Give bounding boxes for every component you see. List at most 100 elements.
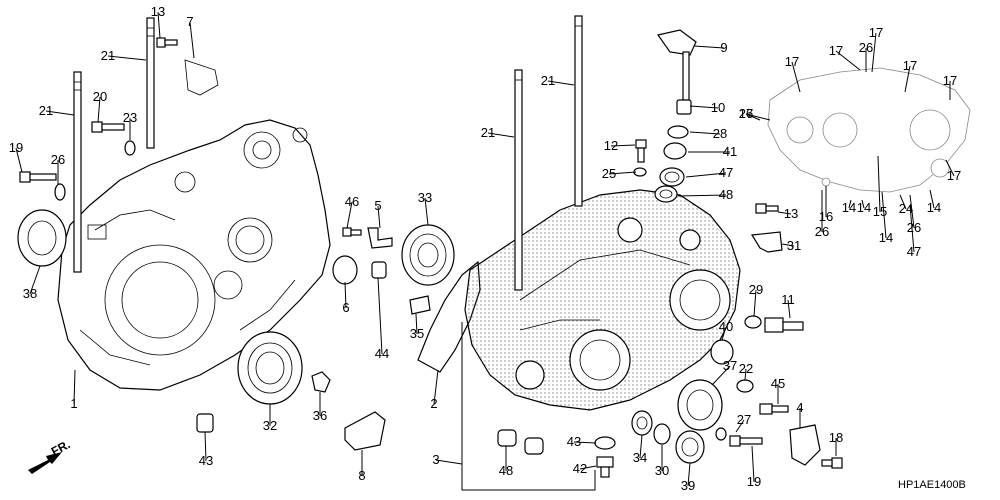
washer-27 (667, 125, 689, 139)
washer-26-right (715, 427, 727, 441)
leader-line-19 (15, 147, 23, 173)
callout-label-43: 43 (199, 453, 213, 468)
callout-label-35: 35 (410, 326, 424, 341)
dowel-43-bottom (196, 413, 214, 433)
seal-40 (663, 142, 687, 160)
callout-label-28: 28 (713, 126, 727, 141)
callout-label-17: 17 (739, 106, 753, 121)
circlip-29 (653, 423, 671, 445)
callout-label-11: 11 (781, 292, 795, 307)
leader-line-26 (745, 113, 761, 121)
callout-label-9: 9 (720, 40, 727, 55)
leader-line-7 (189, 21, 195, 59)
bolt-45 (342, 227, 362, 237)
dowel-48a (497, 429, 517, 447)
leader-line-14 (861, 199, 865, 209)
callout-label-17: 17 (829, 43, 843, 58)
callout-label-14: 14 (879, 230, 893, 245)
leader-line-14 (881, 191, 887, 239)
sensor-5 (367, 227, 393, 249)
callout-label-14: 14 (857, 200, 871, 215)
callout-label-30: 30 (655, 463, 669, 478)
bolt-12 (635, 139, 647, 163)
leader-line-14 (929, 189, 935, 209)
needle-bearing-47a (659, 167, 685, 187)
bracket-3 (461, 322, 596, 491)
leader-line-21 (107, 55, 147, 61)
leader-line-33 (424, 197, 429, 226)
oil-jet-35 (311, 371, 331, 393)
leader-line-17 (945, 159, 955, 177)
callout-label-36: 36 (313, 408, 327, 423)
callout-label-7: 7 (186, 14, 193, 29)
bearing-32 (401, 224, 455, 286)
leader-line-25 (608, 171, 637, 175)
leader-line-28 (689, 131, 721, 135)
right-crankcase-half (464, 189, 741, 411)
callout-label-15: 15 (873, 204, 887, 219)
callout-label-14: 14 (842, 200, 856, 215)
washer-26-left (54, 183, 66, 201)
guide-8 (344, 411, 386, 451)
callout-label-5: 5 (374, 198, 381, 213)
spring-10 (676, 99, 692, 115)
callout-label-4: 4 (796, 400, 803, 415)
callout-label-37: 37 (723, 358, 737, 373)
leader-line-21 (45, 110, 75, 116)
leader-line-48 (677, 194, 727, 197)
callout-label-26: 26 (859, 40, 873, 55)
callout-label-40: 40 (719, 319, 733, 334)
bolt-20 (91, 121, 125, 133)
clamp-30 (750, 231, 783, 253)
callout-label-23: 23 (123, 110, 137, 125)
dowel-43-mid (371, 261, 387, 279)
callout-label-45: 45 (771, 376, 785, 391)
callout-label-24: 24 (899, 201, 913, 216)
leader-line-2 (433, 369, 439, 405)
callout-label-47: 47 (907, 244, 921, 259)
callout-label-26: 26 (739, 106, 753, 121)
plug-6 (332, 255, 358, 285)
callout-label-29: 29 (749, 282, 763, 297)
leader-line-34 (639, 434, 643, 459)
callout-label-17: 17 (869, 25, 883, 40)
leader-line-37 (711, 365, 731, 386)
callout-label-38: 38 (23, 286, 37, 301)
leader-line-1 (73, 369, 76, 405)
leader-lines (15, 11, 955, 487)
callout-label-21: 21 (39, 103, 53, 118)
bearing-38 (675, 430, 705, 464)
leader-line-46 (346, 201, 353, 229)
washer-42 (594, 436, 616, 450)
leader-line-6 (344, 281, 347, 309)
leader-line-17 (745, 113, 771, 121)
callout-label-27: 27 (737, 412, 751, 427)
leader-line-11 (787, 299, 791, 319)
leader-line-38 (29, 265, 41, 295)
leader-line-17 (791, 61, 801, 93)
leader-line-29 (753, 289, 757, 317)
bolt-44 (759, 403, 789, 415)
front-direction-arrow (28, 452, 62, 474)
leader-line-13 (157, 11, 161, 39)
switch-11 (764, 317, 804, 333)
callout-label-19: 19 (9, 140, 23, 155)
guide-34 (409, 295, 431, 315)
leader-line-39 (687, 462, 691, 487)
leader-line-40 (721, 326, 727, 341)
leader-line-24 (899, 194, 907, 210)
callout-label-17: 17 (903, 58, 917, 73)
callout-label-32: 32 (263, 418, 277, 433)
bolt-13-right (755, 203, 779, 214)
tensioner-4 (789, 424, 821, 466)
callout-label-13: 13 (151, 4, 165, 19)
leader-line-14 (848, 199, 852, 209)
leader-line-47 (685, 172, 727, 178)
left-crankcase-half (57, 59, 331, 391)
stud-bolts-left (73, 17, 155, 273)
callout-label-10: 10 (711, 100, 725, 115)
callout-label-46: 46 (345, 194, 359, 209)
